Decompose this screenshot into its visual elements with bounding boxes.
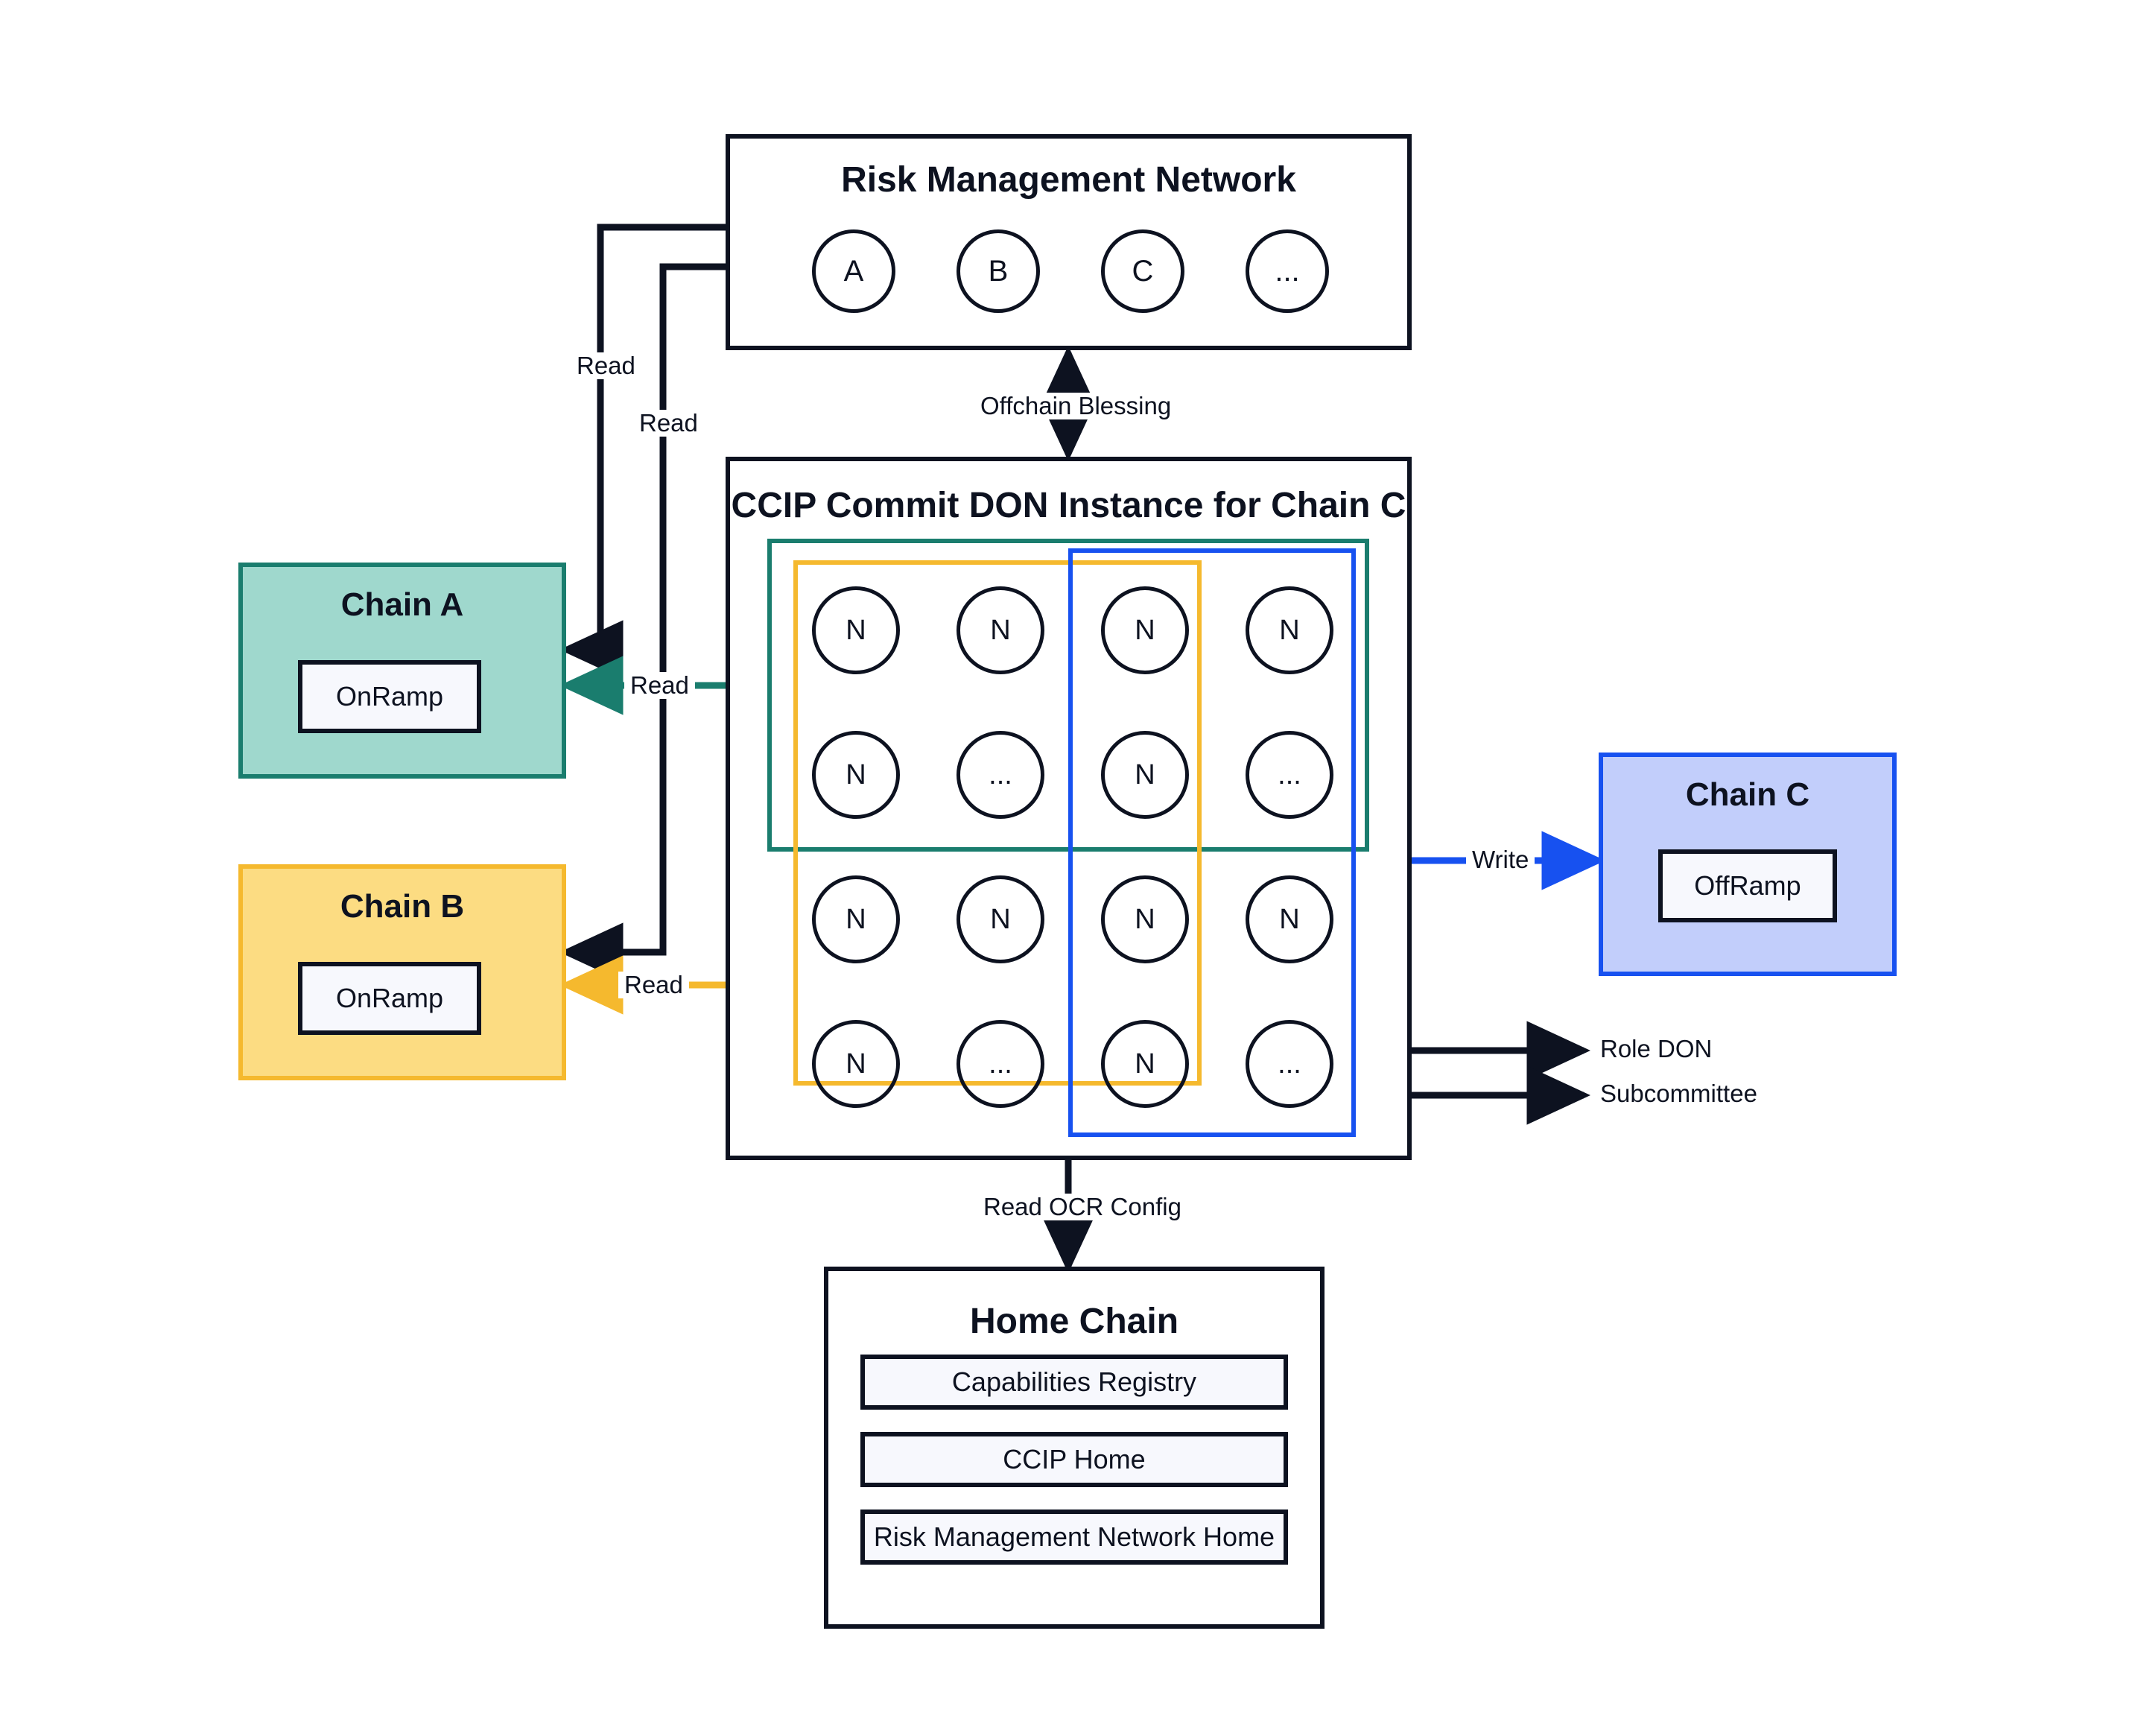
rmn-node-more: ... — [1246, 229, 1329, 313]
home-chain-row-capabilities-registry: Capabilities Registry — [860, 1355, 1288, 1410]
don-node-r4c1: N — [812, 1020, 900, 1108]
group-rect-chain-c-subcommittee — [1068, 548, 1356, 1137]
don-node-r3c2: N — [957, 875, 1044, 963]
label-role-don: Role DON — [1600, 1035, 1713, 1062]
don-node-r4c3: N — [1101, 1020, 1189, 1108]
chain-c-offramp: OffRamp — [1658, 849, 1837, 922]
rmn-node-c: C — [1101, 229, 1184, 313]
chain-a-onramp: OnRamp — [298, 660, 481, 733]
don-node-r4c2: ... — [957, 1020, 1044, 1108]
chain-b-title: Chain B — [340, 888, 465, 925]
label-rmn-read-chain-b: Read — [633, 409, 704, 437]
label-rmn-read-chain-a: Read — [571, 352, 641, 380]
don-node-r1c2: N — [957, 586, 1044, 674]
don-node-r1c3: N — [1101, 586, 1189, 674]
rmn-node-a: A — [812, 229, 895, 313]
home-chain-row-ccip-home: CCIP Home — [860, 1432, 1288, 1487]
label-read-ocr-config: Read OCR Config — [977, 1193, 1187, 1221]
ccip-commit-don-title: CCIP Commit DON Instance for Chain C — [731, 486, 1406, 525]
label-offchain-blessing: Offchain Blessing — [974, 392, 1178, 420]
don-node-r2c2: ... — [957, 731, 1044, 819]
don-node-r3c1: N — [812, 875, 900, 963]
rmn-node-b: B — [957, 229, 1040, 313]
chain-c-title: Chain C — [1685, 776, 1810, 813]
home-chain-title: Home Chain — [969, 1302, 1179, 1341]
label-write-chain-c: Write — [1466, 846, 1535, 874]
risk-management-network-title: Risk Management Network — [841, 160, 1296, 200]
wire-rmn-read-chain-a — [559, 224, 726, 679]
don-node-r2c4: ... — [1246, 731, 1333, 819]
label-don-read-chain-b: Read — [618, 971, 689, 999]
don-node-r1c1: N — [812, 586, 900, 674]
chain-a-title: Chain A — [340, 586, 464, 623]
label-subcommittee: Subcommittee — [1600, 1080, 1757, 1107]
don-node-r2c3: N — [1101, 731, 1189, 819]
home-chain-row-rmn-home: Risk Management Network Home — [860, 1510, 1288, 1565]
chain-b-onramp: OnRamp — [298, 962, 481, 1035]
don-node-r2c1: N — [812, 731, 900, 819]
don-node-r4c4: ... — [1246, 1020, 1333, 1108]
label-don-read-chain-a: Read — [624, 671, 695, 700]
don-node-r3c3: N — [1101, 875, 1189, 963]
don-node-r1c4: N — [1246, 586, 1333, 674]
don-node-r3c4: N — [1246, 875, 1333, 963]
